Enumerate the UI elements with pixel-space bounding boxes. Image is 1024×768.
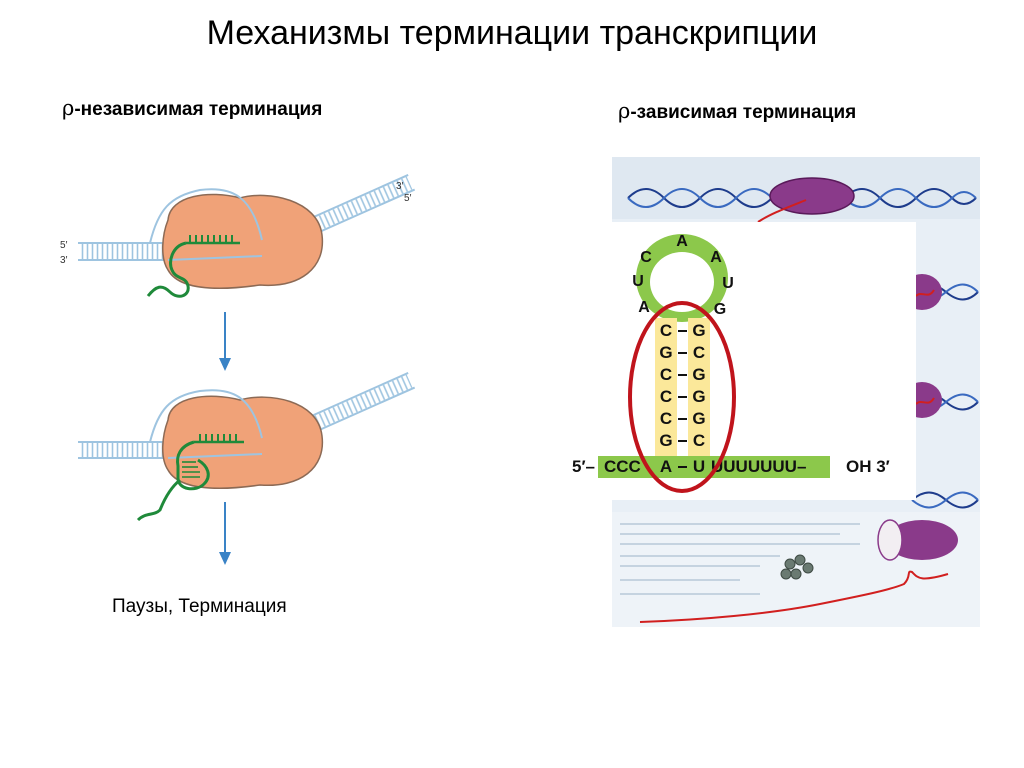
- stem-base-left: G: [659, 431, 672, 450]
- tail-right-bases: UUUUUUU–: [711, 457, 806, 476]
- rna-released: [639, 570, 949, 623]
- left-caption: Паузы, Терминация: [112, 596, 287, 617]
- loop-base: A: [710, 249, 722, 266]
- dna-duplex-left: [78, 242, 168, 261]
- rna-transcript: [915, 289, 935, 297]
- rho-independent-heading-text: -независимая терминация: [74, 99, 323, 120]
- template-strand: [167, 255, 263, 261]
- end-label-3: 3′: [396, 181, 404, 192]
- elongation-complex-before: 3′ 5′ 5′ 3′: [60, 174, 416, 298]
- rho-independent-heading: ρ-независимая терминация: [62, 96, 322, 121]
- stem-base-left: C: [660, 409, 672, 428]
- stem-highlight-oval: [628, 301, 736, 493]
- terminator-hairpin: A C A U U A G C G C C C G A G C G G G C …: [572, 233, 890, 493]
- rho-symbol: ρ: [62, 96, 75, 120]
- loop-base: G: [714, 301, 726, 318]
- stem-base-right: G: [692, 365, 705, 384]
- stem-base-left: C: [660, 365, 672, 384]
- stem-base-right: G: [692, 409, 705, 428]
- tail-5-prime: 5′–: [572, 457, 595, 476]
- template-strand: [167, 453, 263, 459]
- stem-base-left: C: [660, 321, 672, 340]
- loop-base: C: [640, 249, 652, 266]
- loop-base: A: [676, 233, 688, 250]
- paused-complex-hairpin: [78, 372, 416, 522]
- stem-base-left: C: [660, 387, 672, 406]
- rna-dna-hybrid: [194, 434, 244, 444]
- end-label-5: 5′: [60, 240, 68, 251]
- tail-3-prime: OH 3′: [846, 457, 890, 476]
- loop-base: U: [632, 273, 644, 290]
- page-title: Механизмы терминации транскрипции: [206, 14, 818, 52]
- dna-bubble-strand: [149, 389, 263, 443]
- stem-left: [655, 318, 677, 478]
- end-label-3: 3′: [60, 255, 68, 266]
- dna-duplex-left: [78, 441, 168, 459]
- down-arrow-icon: [219, 312, 231, 371]
- rna-transcript: [146, 241, 190, 298]
- rna-transcript: [757, 199, 807, 223]
- stem-base-right: G: [692, 321, 705, 340]
- rho-dependent-heading: ρ-зависимая терминация: [618, 99, 856, 124]
- loop-base: A: [638, 299, 650, 316]
- rna-tail: [598, 456, 830, 478]
- rna-hairpin: [136, 440, 210, 522]
- end-label-5: 5′: [404, 193, 412, 204]
- base-pair-bonds: [678, 330, 687, 468]
- stem-base-right: G: [692, 387, 705, 406]
- rho-factor-released: [877, 519, 958, 561]
- stem-base-right: C: [693, 431, 705, 450]
- rho-dependent-heading-text: -зависимая терминация: [630, 102, 857, 123]
- loop-base: U: [722, 275, 734, 292]
- rna-polymerase: [162, 193, 324, 290]
- stem-base-right: U: [693, 457, 705, 476]
- rna-dna-hybrid: [186, 235, 240, 245]
- dna-bubble-strand: [149, 188, 263, 244]
- polymerase-subunits: [780, 554, 814, 580]
- hairpin-panel: [570, 222, 916, 500]
- stem-base-right: C: [693, 343, 705, 362]
- stem-base-left: G: [659, 343, 672, 362]
- down-arrow-icon: [219, 502, 231, 565]
- decorative-lines: [620, 523, 860, 595]
- stem-base-left: A: [660, 457, 672, 476]
- rna-transcript: [915, 397, 935, 405]
- stem-right: [688, 318, 710, 478]
- tail-left-bases: CCC: [604, 457, 641, 476]
- dna-helix: [911, 491, 979, 509]
- rho-symbol: ρ: [618, 99, 631, 123]
- hairpin-loop-inner: [650, 252, 714, 312]
